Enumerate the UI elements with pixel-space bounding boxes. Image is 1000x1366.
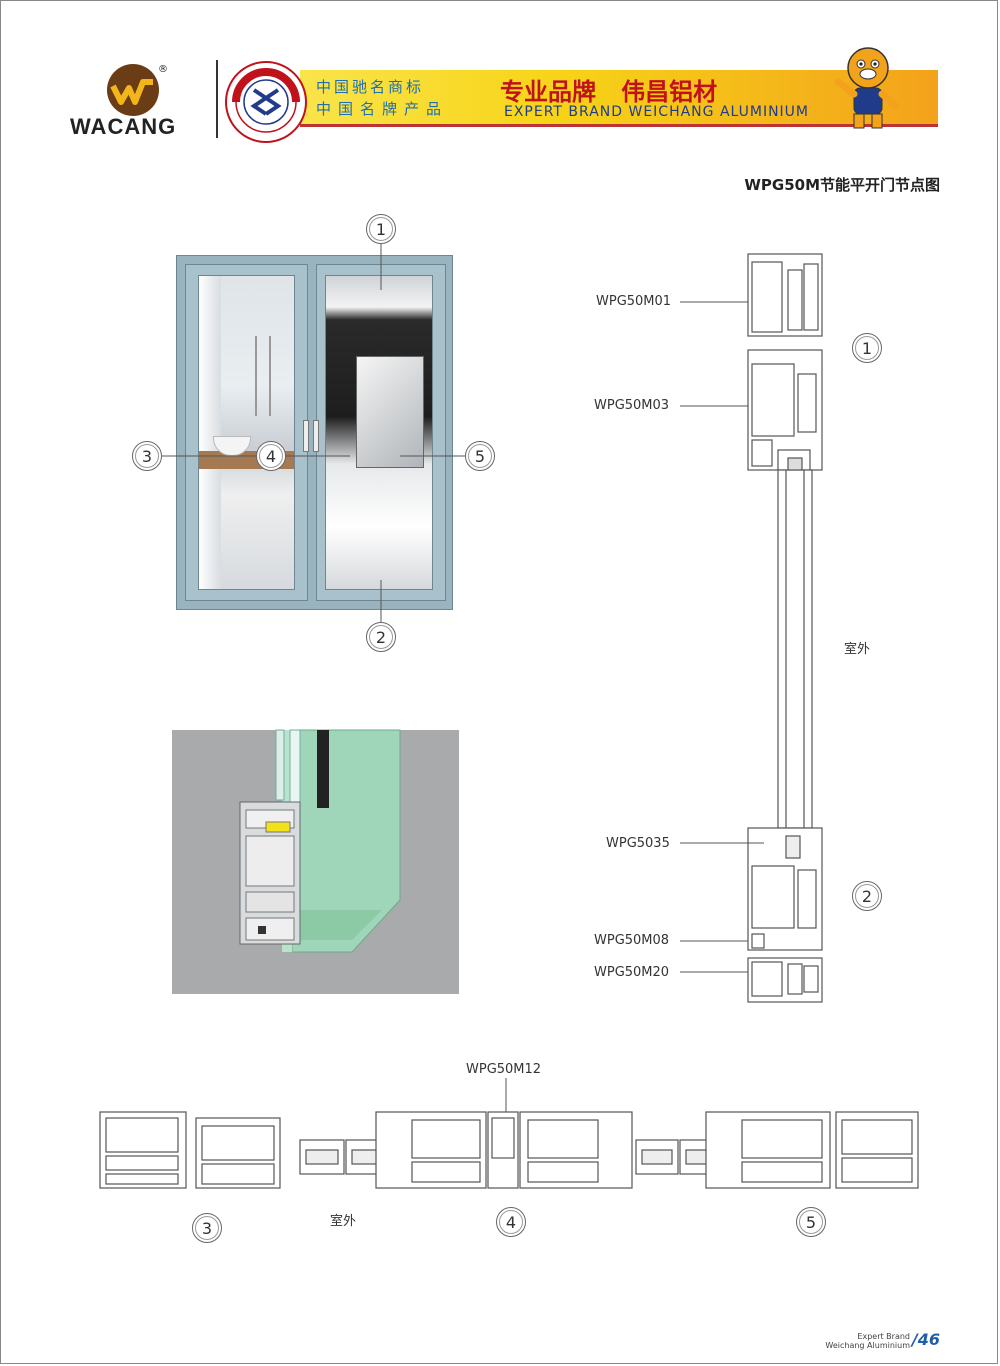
slogan-left-line2: 中国名牌产品 — [316, 100, 449, 118]
exterior-label: 室外 — [844, 642, 871, 657]
slogan-left-line1: 中国驰名商标 — [316, 78, 425, 96]
label-wpg50m20: WPG50M20 — [594, 965, 670, 980]
left-door-leaf — [185, 264, 309, 601]
logo-brand-text: WACANG — [70, 114, 177, 139]
right-handle-icon[interactable] — [313, 420, 319, 452]
door-callout-5: 5 — [465, 441, 495, 471]
tiger-mascot-icon — [834, 47, 900, 129]
bottom-callout-3: 3 — [192, 1213, 222, 1243]
section-callout-1: 1 — [852, 333, 882, 363]
label-wpg50m01: WPG50M01 — [596, 294, 672, 309]
label-wpg50m08: WPG50M08 — [594, 933, 670, 948]
china-top-brand-seal-icon — [225, 61, 307, 143]
page-title: WPG50M节能平开门节点图 — [744, 176, 940, 194]
bottom-callout-4: 4 — [496, 1207, 526, 1237]
registered-mark: ® — [158, 64, 168, 75]
header-divider — [216, 60, 218, 138]
door-callout-4: 4 — [256, 441, 286, 471]
right-glass-photo — [325, 275, 433, 590]
bottom-callout-5: 5 — [796, 1207, 826, 1237]
page-number: /46 — [911, 1330, 940, 1349]
profile-3d-render — [172, 729, 459, 994]
door-elevation — [176, 255, 453, 610]
door-callout-2: 2 — [366, 622, 396, 652]
slogan-banner — [300, 70, 938, 127]
header: ® WACANG 中国驰名商标 中国名牌产品 专业品牌 伟昌铝材 EXPERT … — [0, 40, 1000, 150]
slogan-main-en: EXPERT BRAND WEICHANG ALUMINIUM — [504, 104, 810, 120]
wacang-logo-icon — [107, 64, 159, 116]
bottom-exterior-label: 室外 — [330, 1214, 357, 1229]
label-wpg50m03: WPG50M03 — [594, 398, 670, 413]
door-callout-3: 3 — [132, 441, 162, 471]
section-callout-2: 2 — [852, 881, 882, 911]
door-callout-1: 1 — [366, 214, 396, 244]
footer-line2: Weichang Aluminium — [825, 1341, 910, 1350]
profile-3d-drawing — [239, 729, 401, 953]
towel-rack — [255, 336, 271, 416]
left-handle-icon[interactable] — [303, 420, 309, 452]
right-door-leaf — [313, 264, 446, 601]
footer-line1: Expert Brand — [857, 1332, 910, 1341]
label-wpg5035: WPG5035 — [606, 836, 670, 851]
label-wpg50m12: WPG50M12 — [466, 1062, 542, 1077]
slogan-main-cn: 专业品牌 伟昌铝材 — [500, 78, 718, 106]
